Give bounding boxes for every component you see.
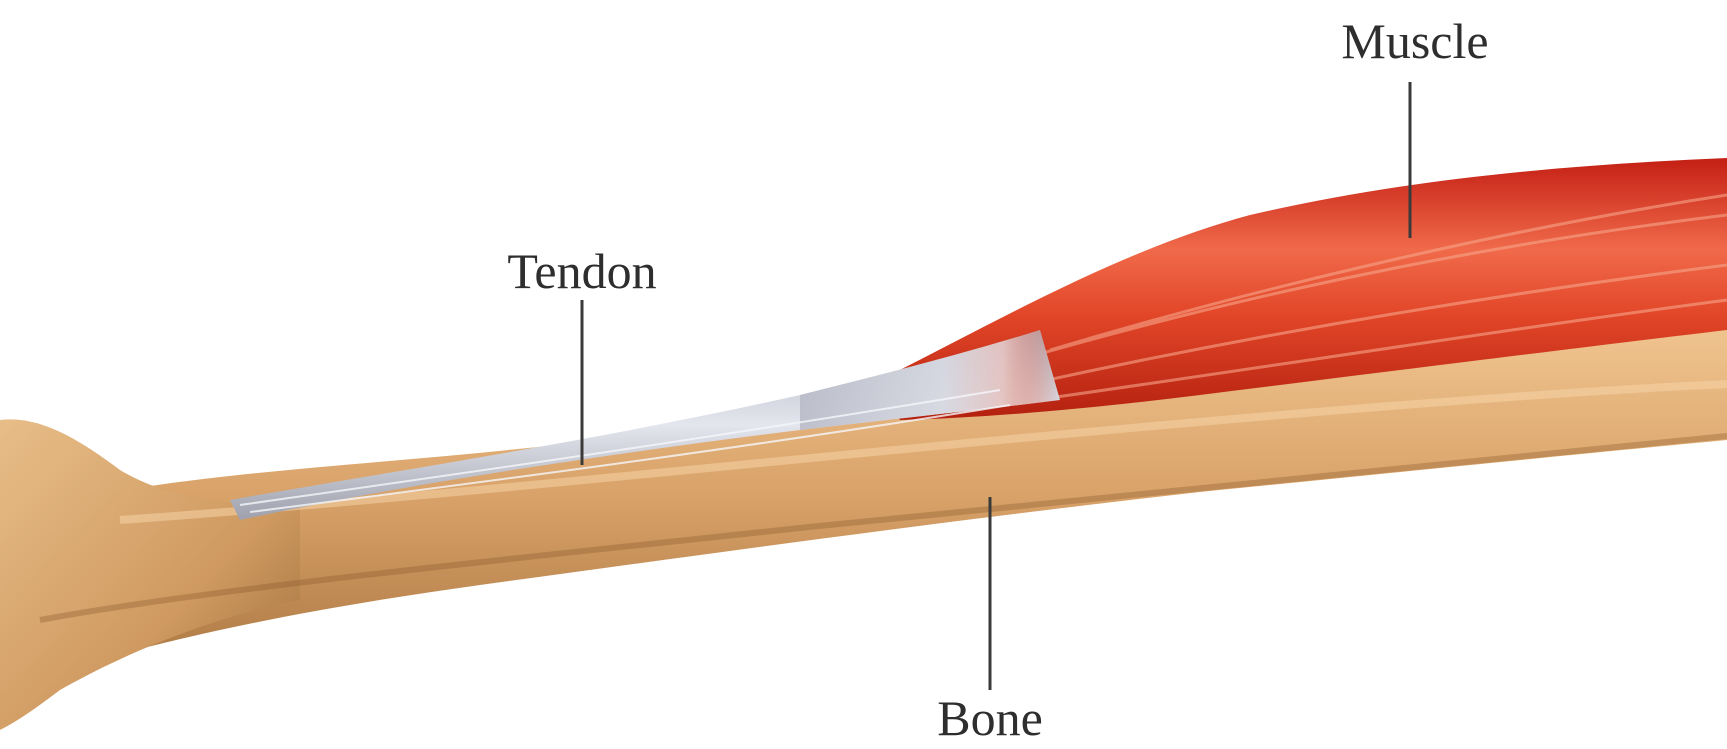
tendon-label: Tendon — [507, 243, 656, 299]
muscle-label: Muscle — [1341, 13, 1488, 69]
bone-label: Bone — [937, 690, 1043, 746]
